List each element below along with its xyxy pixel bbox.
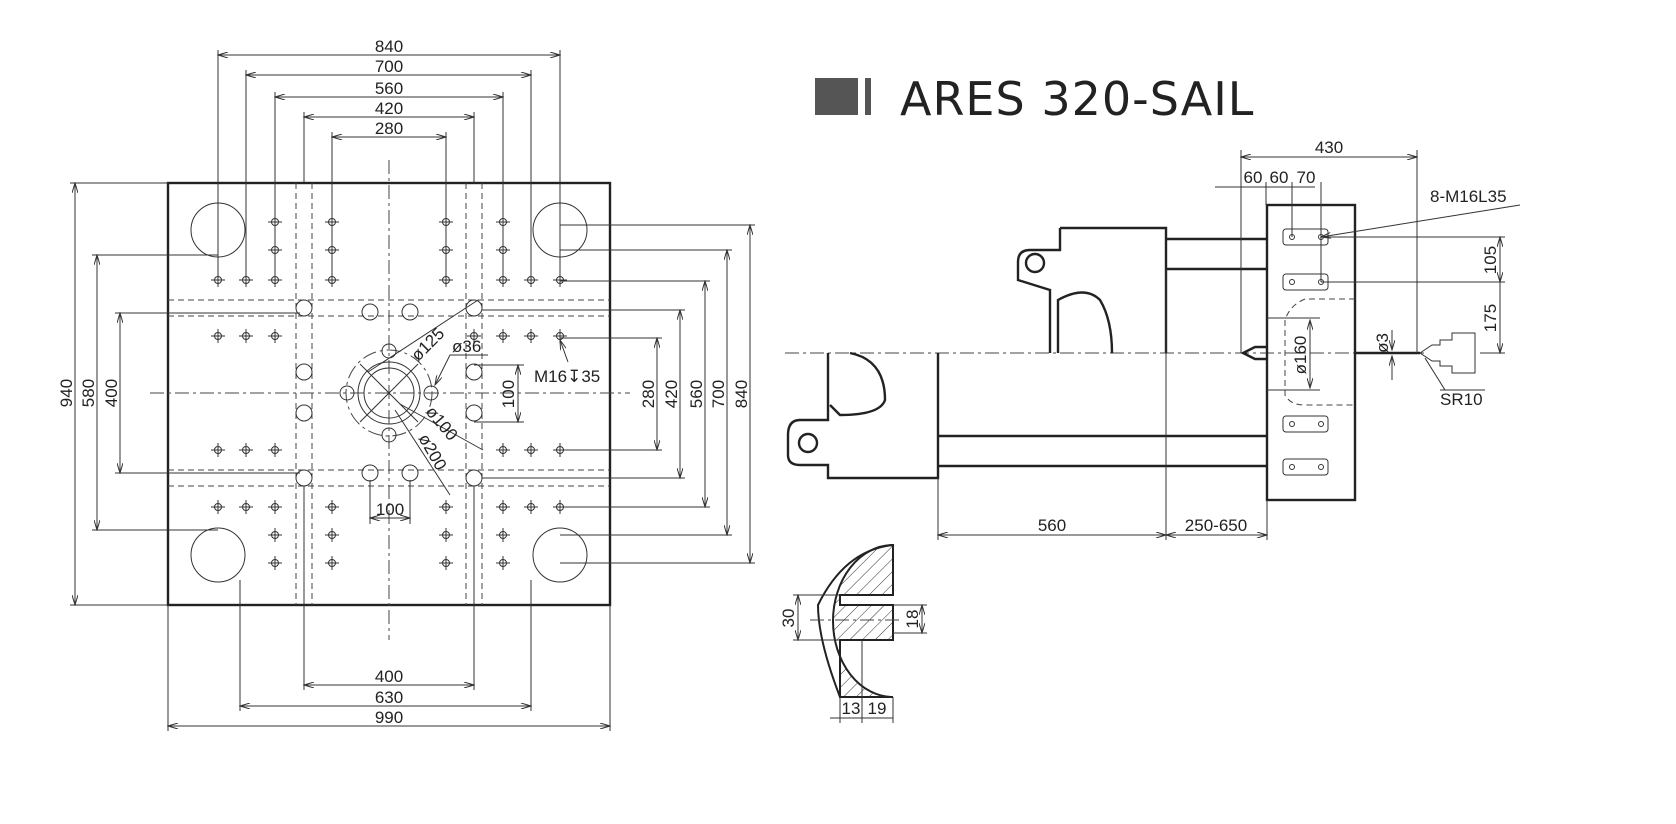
dim-sr10: SR10 <box>1440 390 1483 409</box>
dim-400-bottom: 400 <box>375 667 403 686</box>
ejector-hole <box>401 303 419 321</box>
dim-580-left: 580 <box>79 379 98 407</box>
title-bar <box>865 78 871 115</box>
center-dimensions <box>370 365 524 524</box>
sprue-nozzle <box>1419 332 1476 374</box>
t-slots <box>168 183 610 605</box>
section-dimensions <box>793 595 927 723</box>
section-view: 30 18 13 19 <box>779 543 927 723</box>
hole-crosshair <box>439 500 453 514</box>
dim-280-right: 280 <box>639 380 658 408</box>
hole-crosshair <box>268 329 282 343</box>
hole-crosshair <box>268 556 282 570</box>
dim-400-left: 400 <box>102 379 121 407</box>
dim-700-top: 700 <box>375 57 403 76</box>
ejector-hole <box>465 363 483 381</box>
mounting-holes <box>211 215 567 570</box>
nozzle-section <box>832 543 894 698</box>
ejector-hole <box>465 469 483 487</box>
hole-crosshair <box>211 500 225 514</box>
ejector-hole <box>295 299 313 317</box>
side-dimensions <box>938 150 1521 540</box>
dim-990-bottom: 990 <box>375 708 403 727</box>
left-dimensions <box>70 183 300 605</box>
ejector-hole <box>295 404 313 422</box>
hole-crosshair <box>496 556 510 570</box>
dim-105: 105 <box>1481 246 1500 274</box>
dim-30: 30 <box>779 609 798 628</box>
dim-60-b: 60 <box>1270 168 1289 187</box>
hole-crosshair <box>496 443 510 457</box>
dim-560-top: 560 <box>375 79 403 98</box>
ejector-hole <box>295 363 313 381</box>
dim-840-top: 840 <box>375 37 403 56</box>
dim-d160: ø160 <box>1291 336 1310 375</box>
dim-d3: ø3 <box>1373 333 1392 353</box>
dim-70: 70 <box>1297 168 1316 187</box>
hole-crosshair <box>268 443 282 457</box>
slots <box>1282 228 1329 476</box>
dim-stroke: 250-650 <box>1185 516 1247 535</box>
hole-crosshair <box>467 329 481 343</box>
dim-19: 19 <box>868 699 887 718</box>
dim-280-top: 280 <box>375 119 403 138</box>
hole-crosshair <box>268 500 282 514</box>
ejector-hole <box>401 464 419 482</box>
dim-560-right: 560 <box>687 380 706 408</box>
right-dimensions <box>482 225 755 563</box>
ejector-hole <box>361 303 379 321</box>
locating-ring <box>339 299 488 496</box>
ejector-hole <box>465 404 483 422</box>
dim-13: 13 <box>842 699 861 718</box>
dim-420-top: 420 <box>375 99 403 118</box>
hole-crosshair <box>439 528 453 542</box>
top-dimensions <box>218 50 560 280</box>
hole-crosshair <box>325 528 339 542</box>
model-title: ARES 320-SAIL <box>900 72 1254 126</box>
dim-60-a: 60 <box>1244 168 1263 187</box>
hole-crosshair <box>325 500 339 514</box>
hole-crosshair <box>524 443 538 457</box>
dim-18: 18 <box>903 610 922 629</box>
bottom-dimensions <box>168 486 610 731</box>
hole-crosshair <box>524 500 538 514</box>
dim-700-right: 700 <box>709 380 728 408</box>
hole-crosshair <box>211 443 225 457</box>
injection-body <box>786 353 940 480</box>
dim-630-bottom: 630 <box>375 688 403 707</box>
hole-crosshair <box>211 329 225 343</box>
hole-crosshair <box>268 528 282 542</box>
hopper-block <box>1016 226 1168 353</box>
platen-view: ø125 ø36 ø100 ø200 M16↧35 840 700 560 42… <box>57 37 755 731</box>
dim-940-left: 940 <box>57 379 76 407</box>
hole-crosshair <box>524 329 538 343</box>
hole-crosshair <box>496 329 510 343</box>
dim-100-horizontal: 100 <box>376 500 404 519</box>
hole-crosshair <box>325 556 339 570</box>
hole-crosshair <box>239 329 253 343</box>
dim-100-vertical: 100 <box>499 380 518 408</box>
hole-crosshair <box>496 500 510 514</box>
dim-840-right: 840 <box>732 380 751 408</box>
callout-d36: ø36 <box>452 337 481 356</box>
ejector-hole <box>295 469 313 487</box>
title-block: ARES 320-SAIL <box>815 72 1254 126</box>
side-view: 430 60 60 70 8-M16L35 105 175 ø3 ø160 SR… <box>785 138 1521 540</box>
hole-crosshair <box>496 528 510 542</box>
hole-crosshair <box>239 500 253 514</box>
dim-430: 430 <box>1315 138 1343 157</box>
hole-crosshair <box>239 443 253 457</box>
callout-d125: ø125 <box>407 324 448 365</box>
nozzle <box>1240 345 1267 361</box>
title-square <box>815 78 858 115</box>
dim-175: 175 <box>1481 304 1500 332</box>
hole-crosshair <box>439 556 453 570</box>
bolt-callout: 8-M16L35 <box>1430 187 1507 206</box>
callout-thread: M16↧35 <box>534 367 600 386</box>
ejector-hole <box>361 464 379 482</box>
dim-560-side: 560 <box>1038 516 1066 535</box>
dim-420-right: 420 <box>662 380 681 408</box>
